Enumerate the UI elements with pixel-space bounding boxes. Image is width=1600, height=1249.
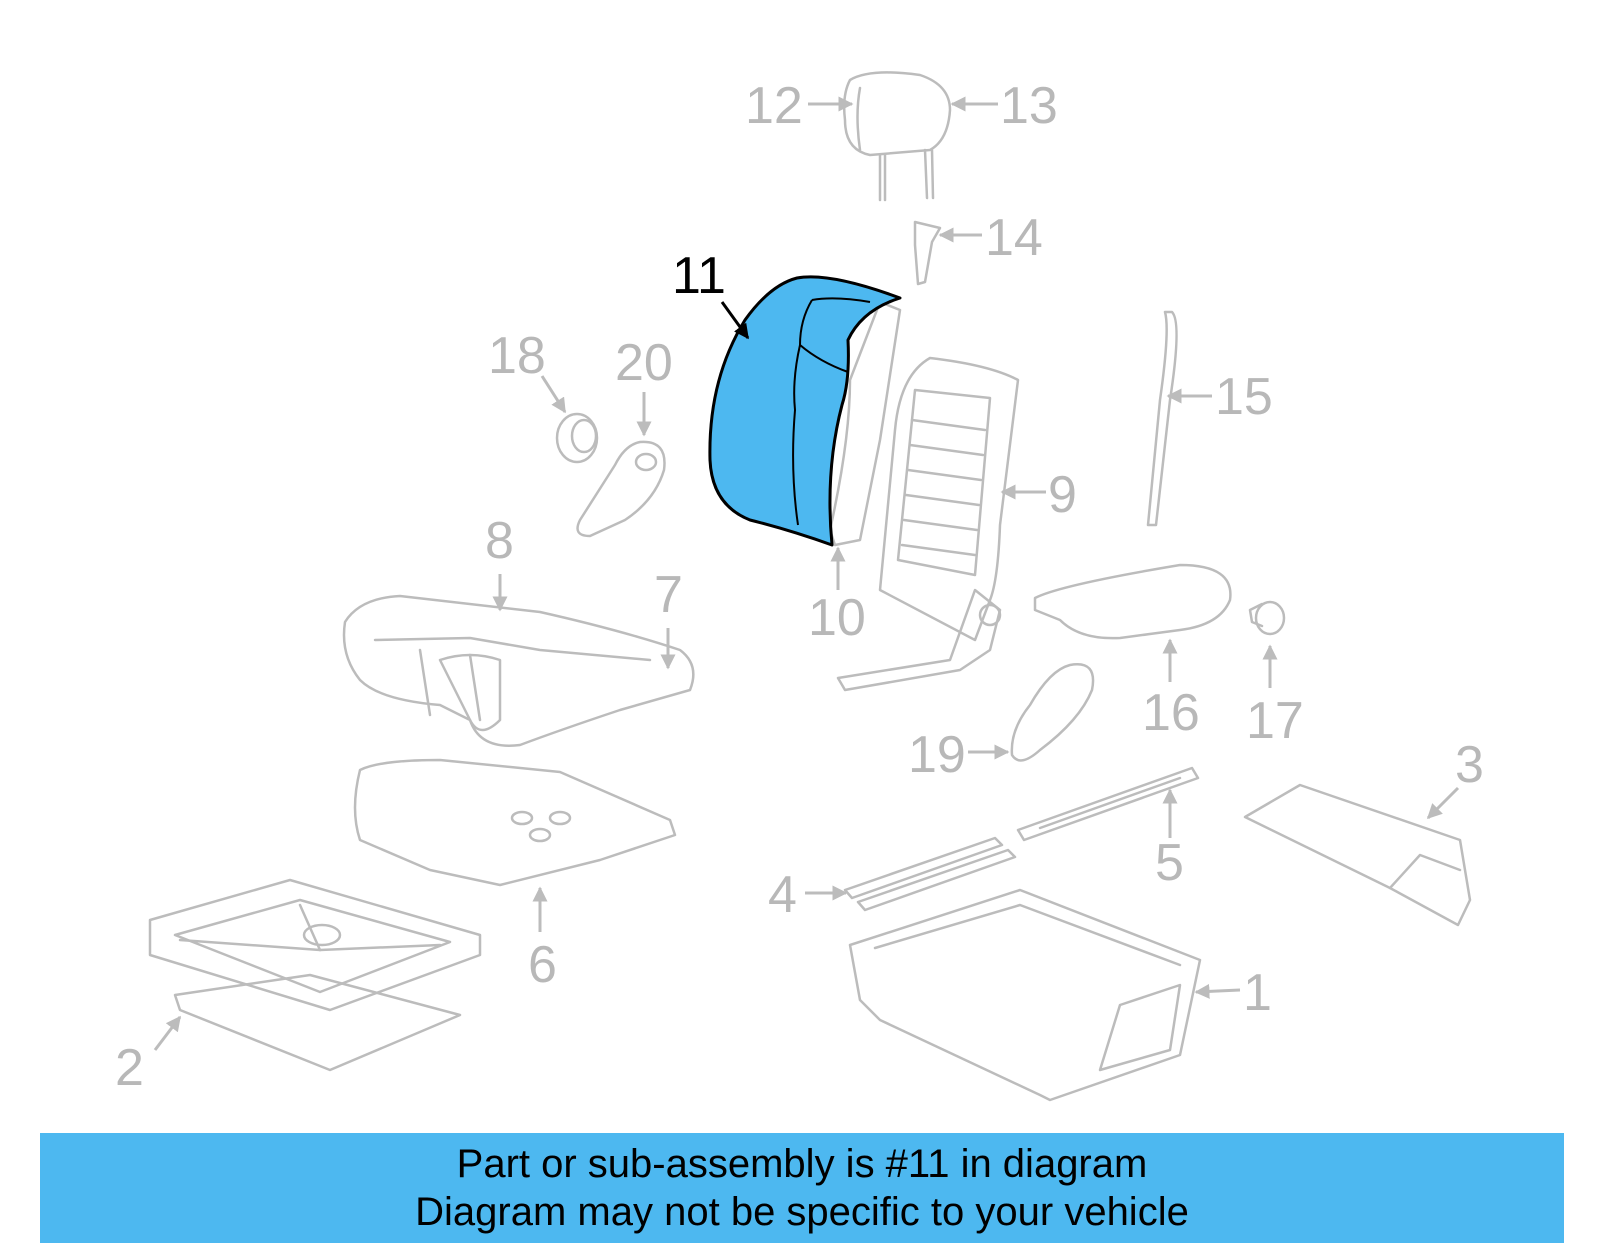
label-2: 2: [115, 1039, 144, 1097]
label-20: 20: [615, 334, 673, 392]
armrest-part[interactable]: [1033, 563, 1232, 640]
label-16: 16: [1142, 684, 1200, 742]
label-8: 8: [485, 512, 514, 570]
label-14: 14: [985, 209, 1043, 267]
label-15: 15: [1215, 368, 1273, 426]
info-banner: Part or sub-assembly is #11 in diagram D…: [40, 1133, 1564, 1243]
recliner-cover-part[interactable]: [576, 440, 666, 538]
label-5: 5: [1155, 834, 1184, 892]
label-1: 1: [1243, 964, 1272, 1022]
clip-part[interactable]: [1248, 600, 1286, 636]
label-3: 3: [1455, 736, 1484, 794]
rail-part-5[interactable]: [1016, 766, 1200, 842]
info-banner-bg: [40, 1133, 1564, 1243]
seat-base-part[interactable]: [848, 888, 1202, 1102]
label-17: 17: [1246, 692, 1304, 750]
callout-labels: 12 13 14 11 18 20 15 9 8 7 10 16 17 19 3…: [115, 77, 1484, 1097]
label-19: 19: [908, 726, 966, 784]
seat-track-frame-part[interactable]: [148, 878, 482, 1072]
headrest-guide-part[interactable]: [913, 220, 942, 286]
label-4: 4: [768, 866, 797, 924]
cushion-pad-part[interactable]: [438, 653, 502, 732]
rail-part-4[interactable]: [843, 836, 1017, 912]
label-9: 9: [1048, 466, 1077, 524]
label-10: 10: [808, 589, 866, 647]
trim-strip-part[interactable]: [1146, 310, 1178, 527]
label-13: 13: [1000, 77, 1058, 135]
seatback-frame-part[interactable]: [836, 356, 1020, 692]
headrest-part[interactable]: [842, 71, 952, 202]
side-cover-part[interactable]: [1010, 663, 1095, 762]
seat-cushion-pan-part[interactable]: [353, 758, 677, 887]
banner-line-1: Part or sub-assembly is #11 in diagram: [456, 1142, 1148, 1186]
label-11: 11: [672, 247, 726, 305]
knob-part[interactable]: [555, 412, 599, 464]
label-6: 6: [528, 936, 557, 994]
banner-line-2: Diagram may not be specific to your vehi…: [415, 1190, 1189, 1234]
seatback-cover-part-highlighted[interactable]: [708, 275, 902, 547]
cover-panel-part[interactable]: [1243, 783, 1472, 927]
seat-cushion-cover-part[interactable]: [342, 594, 695, 747]
label-12: 12: [745, 77, 803, 135]
leader-arrows: [153, 96, 1460, 1051]
label-18: 18: [488, 327, 546, 385]
label-7: 7: [654, 566, 683, 624]
